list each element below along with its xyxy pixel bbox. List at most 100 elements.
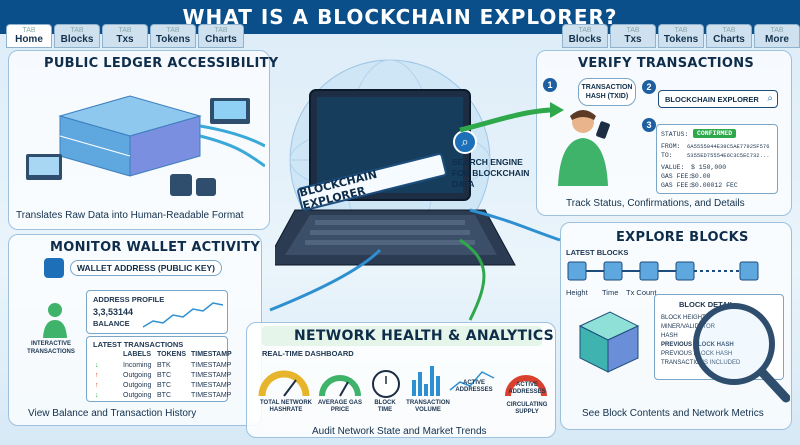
tab-label: TAB — [674, 27, 688, 34]
status-badge: CONFIRMED — [693, 129, 737, 138]
wallet-title: MONITOR WALLET ACTIVITY — [50, 240, 261, 255]
metric-label: BLOCK TIME — [374, 400, 396, 413]
network-title: NETWORK HEALTH & ANALYTICS — [294, 328, 555, 344]
to-label: TO: — [661, 152, 673, 159]
tx-row-label: Outgoing — [123, 382, 152, 389]
tx-row-token: BTC — [157, 392, 171, 399]
block-cube-large — [578, 311, 640, 373]
explorer-laptop — [275, 89, 516, 266]
block-cube — [675, 261, 695, 281]
connector-arrows — [269, 102, 564, 321]
header-tokens: TOKENS — [157, 351, 187, 358]
gas-fee-value: $0.00 — [691, 173, 711, 180]
block-cube — [739, 261, 759, 281]
balance-label: BALANCE — [93, 319, 130, 328]
step-2-badge: 2 — [642, 80, 656, 94]
tx-detail-card: STATUS: CONFIRMED FROM: 6A5555044E39C5AE… — [656, 124, 778, 194]
verify-caption: Track Status, Confirmations, and Details — [566, 198, 745, 209]
page-title: WHAT IS A BLOCKCHAIN EXPLORER? — [182, 5, 618, 29]
tab-name: Blocks — [60, 34, 94, 45]
dashboard-label: REAL-TIME DASHBOARD — [262, 349, 354, 358]
ledger-graphic — [26, 95, 265, 196]
dashboard-gauges — [258, 366, 547, 398]
search-icon: ⌕ — [767, 93, 773, 104]
tx-row-time: TIMESTAMP — [191, 362, 232, 369]
latest-tx-card: LATEST TRANSACTIONS LABELS TOKENS TIMEST… — [86, 336, 232, 402]
wallet-icon — [44, 258, 64, 278]
block-time-label: Time — [602, 288, 619, 297]
verify-search-box[interactable]: BLOCKCHAIN EXPLORER ⌕ — [658, 90, 778, 108]
search-caption: SEARCH ENGINE FOR BLOCKCHAIN DATA — [452, 157, 530, 189]
metric-label: TOTAL NETWORK HASHRATE — [260, 400, 312, 413]
gas-price-gauge — [319, 375, 361, 397]
detail-item: BLOCK HEIGHT — [661, 315, 706, 321]
tx-row-token: BTC — [157, 382, 171, 389]
tab-name: Charts — [205, 34, 237, 45]
phone-icon — [170, 174, 192, 196]
step-1-badge: 1 — [543, 78, 557, 92]
verify-search-label: BLOCKCHAIN EXPLORER — [665, 94, 759, 104]
tab-name: Tokens — [663, 34, 699, 45]
tab-label: TAB — [214, 27, 228, 34]
value-value: $ 150,000 — [691, 164, 727, 171]
value-label: VALUE: — [661, 164, 685, 171]
network-caption: Audit Network State and Market Trends — [312, 426, 487, 437]
tab-name: Txs — [116, 34, 134, 45]
tx-row-label: Incoming — [123, 362, 152, 369]
outgoing-arrow-icon: ↑ — [95, 372, 99, 379]
block-cube — [639, 261, 659, 281]
to-value: 5355ED75554E6C3C5EC732... — [687, 152, 770, 159]
tab-label: TAB — [578, 27, 592, 34]
detail-item: HASH — [661, 333, 678, 339]
profile-label: ADDRESS PROFILE — [93, 295, 165, 304]
tab-name: Blocks — [568, 34, 602, 45]
block-detail-title: BLOCK DETAIL — [679, 300, 735, 309]
ledger-title: PUBLIC LEDGER ACCESSIBILITY — [44, 56, 279, 71]
wallet-address-label: WALLET ADDRESS (PUBLIC KEY) — [76, 263, 216, 273]
wallet-caption: View Balance and Transaction History — [28, 408, 197, 419]
block-height-label: Height — [566, 288, 588, 297]
tab-label: TAB — [70, 27, 84, 34]
from-value: 6A5555044E39C5AE77925F576 — [687, 143, 770, 150]
block-tx-count-label: Tx Count — [626, 288, 657, 297]
address-profile-card: ADDRESS PROFILE 3,3,53144 BALANCE — [86, 290, 228, 334]
gas-fee-2-label: GAS FEE: — [661, 182, 693, 189]
wallet-address-box[interactable]: WALLET ADDRESS (PUBLIC KEY) — [70, 260, 222, 276]
tab-label: TAB — [118, 27, 132, 34]
tab-label: TAB — [22, 27, 36, 34]
tab-name: Txs — [624, 34, 642, 45]
metric-label: ACTIVE ADDRESSES — [455, 380, 493, 393]
balance-sparkline — [143, 302, 223, 328]
tx-row-time: TIMESTAMP — [191, 372, 232, 379]
incoming-arrow-icon: ↓ — [95, 392, 99, 399]
tab-name: Tokens — [155, 34, 191, 45]
transaction-volume-bars — [412, 366, 440, 396]
tx-row-label: Outgoing — [123, 392, 152, 399]
metric-label: AVERAGE GAS PRICE — [318, 400, 362, 413]
tx-row-token: BTC — [157, 372, 171, 379]
tx-row-token: BTK — [157, 362, 171, 369]
incoming-arrow-icon: ↓ — [95, 362, 99, 369]
tab-label: TAB — [626, 27, 640, 34]
outgoing-arrow-icon: ↑ — [95, 382, 99, 389]
tab-label: TAB — [722, 27, 736, 34]
header-timestamp: TIMESTAMP — [191, 351, 232, 358]
blocks-caption: See Block Contents and Network Metrics — [582, 408, 764, 419]
interactive-label: INTERACTIVE TRANSACTIONS — [27, 341, 75, 355]
ledger-caption: Translates Raw Data into Human-Readable … — [16, 210, 244, 221]
latest-tx-label: LATEST TRANSACTIONS — [93, 340, 184, 349]
verify-title: VERIFY TRANSACTIONS — [578, 56, 755, 71]
network-title-strip — [262, 326, 542, 346]
